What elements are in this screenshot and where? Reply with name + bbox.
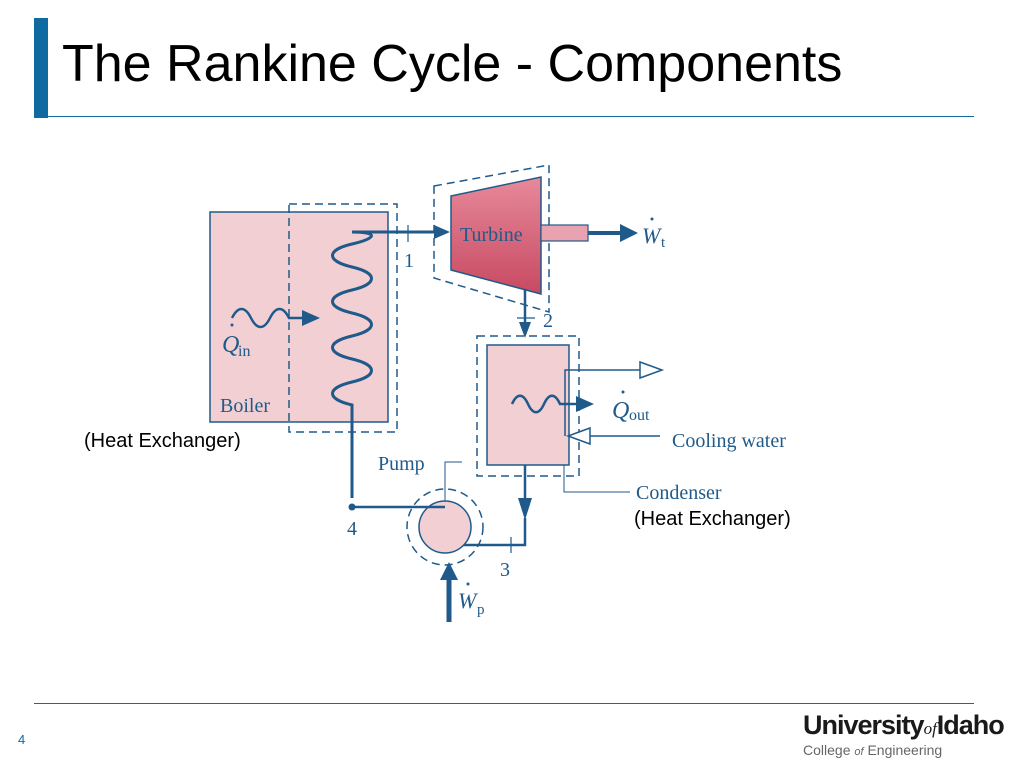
q-out-dot <box>621 390 625 394</box>
rankine-cycle-diagram: Q in Boiler 1 Turbine W t 2 Q out Coolin… <box>209 164 786 622</box>
cooling-water-in-arrow <box>565 426 591 446</box>
condenser-outlet-arrowhead <box>518 498 532 520</box>
state-4-node <box>348 503 356 511</box>
q-in-symbol: Q <box>222 332 239 358</box>
w-t-subscript: t <box>661 235 666 251</box>
boiler-heat-exchanger-caption: (Heat Exchanger) <box>84 430 241 452</box>
condenser-leader-line <box>563 465 630 493</box>
w-p-symbol: W <box>458 588 478 613</box>
heat-in-arrowhead <box>302 310 320 326</box>
pump-label: Pump <box>378 453 425 475</box>
logo-sub1: College <box>803 742 851 758</box>
pump-body <box>418 500 472 554</box>
pump-work-arrowhead <box>440 562 458 580</box>
state-2-label: 2 <box>543 310 553 332</box>
turbine-body <box>450 176 542 295</box>
logo-part2: Idaho <box>936 710 1005 740</box>
w-p-dot <box>466 582 470 586</box>
turbine-exit-arrowhead <box>519 322 531 338</box>
condenser-label: Condenser <box>636 482 722 504</box>
logo-of: of <box>923 719 937 738</box>
q-in-dot <box>230 323 234 327</box>
pump-control-volume <box>406 488 484 566</box>
cooling-tube <box>564 369 640 436</box>
work-out-arrowhead <box>620 224 638 242</box>
logo-sub2: Engineering <box>867 742 943 758</box>
title-accent-bar <box>34 18 48 118</box>
w-t-symbol: W <box>642 223 662 248</box>
logo-wordmark: UniversityofIdaho <box>803 710 1005 740</box>
turbine-shaft <box>540 224 589 242</box>
pump-inlet-line <box>452 518 527 547</box>
cooling-water-out-arrow <box>639 360 665 380</box>
heat-out-wave <box>510 394 578 414</box>
boiler-label: Boiler <box>220 395 270 417</box>
condenser-heat-exchanger-caption: (Heat Exchanger) <box>634 508 791 530</box>
logo-college-line: College of Engineering <box>803 743 1004 758</box>
w-p-subscript: p <box>477 602 485 618</box>
q-in-subscript: in <box>238 343 250 360</box>
w-t-dot <box>650 217 654 221</box>
q-out-symbol: Q <box>612 398 629 424</box>
heat-in-wave <box>230 307 304 329</box>
logo-sub-of: of <box>854 746 864 758</box>
boiler-control-volume <box>288 203 398 433</box>
university-logo: UniversityofIdaho College of Engineering <box>803 710 1005 758</box>
turbine-label: Turbine <box>460 224 523 246</box>
cooling-water-label: Cooling water <box>672 430 786 452</box>
pump-leader-line <box>444 461 462 501</box>
logo-part1: University <box>803 710 925 740</box>
state-4-label: 4 <box>347 518 357 540</box>
title-divider <box>34 116 974 117</box>
state-1-label: 1 <box>404 250 414 272</box>
footer-divider <box>34 703 974 704</box>
q-out-subscript: out <box>629 407 650 424</box>
boiler-coil-arrowhead <box>434 225 450 239</box>
state-3-label: 3 <box>500 559 510 581</box>
page-number: 4 <box>18 732 26 747</box>
heat-out-arrowhead <box>576 396 594 412</box>
boiler-coil <box>331 230 440 498</box>
turbine-control-volume <box>433 164 550 314</box>
slide-title: The Rankine Cycle - Components <box>62 35 843 93</box>
